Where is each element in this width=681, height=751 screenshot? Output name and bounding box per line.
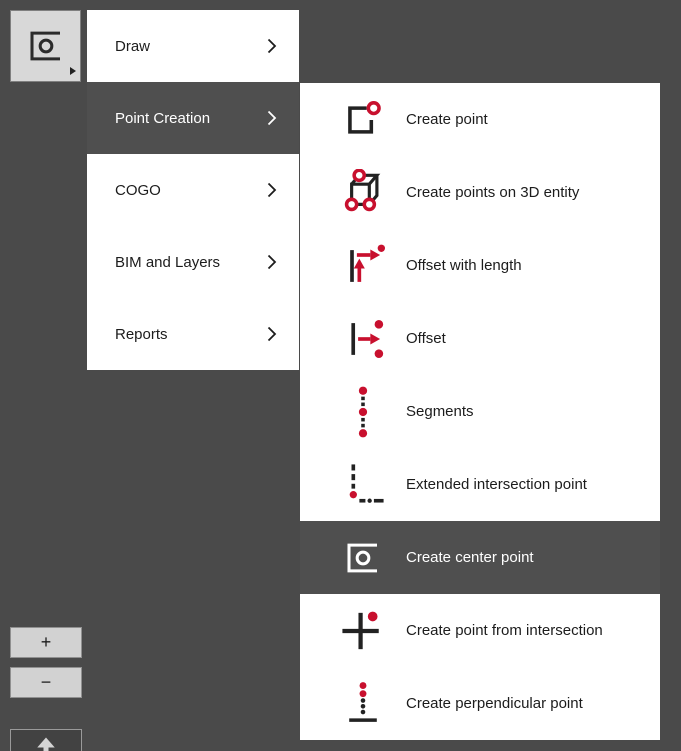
perpendicular-point-icon: [336, 681, 390, 727]
menu-item-cogo[interactable]: COGO: [87, 154, 299, 226]
menu-item-bim-and-layers[interactable]: BIM and Layers: [87, 226, 299, 298]
menu-item-label: Draw: [115, 37, 151, 55]
bottom-tool-button[interactable]: [10, 729, 82, 751]
zoom-in-button[interactable]: +: [10, 627, 82, 658]
menu-item-reports[interactable]: Reports: [87, 298, 299, 370]
submenu-item-label: Offset with length: [406, 257, 522, 274]
submenu-item-offset-with-length[interactable]: Offset with length: [300, 229, 660, 302]
flyout-anchor-button[interactable]: [10, 10, 81, 82]
menu-item-label: COGO: [115, 181, 161, 199]
chevron-right-icon: [267, 182, 277, 198]
menu-item-label: BIM and Layers: [115, 253, 221, 271]
extended-intersection-point-icon: [336, 462, 390, 508]
point-from-intersection-icon: [336, 610, 390, 652]
menu-item-point-creation[interactable]: Point Creation: [87, 82, 299, 154]
offset-icon: [336, 317, 390, 361]
submenu-item-offset[interactable]: Offset: [300, 302, 660, 375]
segments-icon: [336, 386, 390, 438]
center-point-icon: [25, 27, 67, 65]
submenu-item-extended-intersection-point[interactable]: Extended intersection point: [300, 448, 660, 521]
flyout-arrow-icon: [70, 67, 76, 75]
submenu-item-label: Create point from intersection: [406, 622, 603, 639]
offset-with-length-icon: [336, 244, 390, 288]
submenu-item-segments[interactable]: Segments: [300, 375, 660, 448]
submenu-item-label: Segments: [406, 403, 474, 420]
zoom-out-button[interactable]: −: [10, 667, 82, 698]
submenu-item-create-point-from-intersection[interactable]: Create point from intersection: [300, 594, 660, 667]
submenu-item-label: Extended intersection point: [406, 476, 587, 493]
submenu-item-label: Create perpendicular point: [406, 695, 583, 712]
chevron-right-icon: [267, 110, 277, 126]
menu-item-label: Reports: [115, 325, 168, 343]
main-menu: Draw Point Creation COGO BIM and Layers …: [87, 10, 299, 370]
submenu-item-create-center-point[interactable]: Create center point: [300, 521, 660, 594]
point-creation-submenu: Create point Create points on 3D entity: [300, 83, 660, 740]
menu-item-draw[interactable]: Draw: [87, 10, 299, 82]
up-arrow-icon: [31, 735, 61, 751]
chevron-right-icon: [267, 326, 277, 342]
submenu-item-label: Create center point: [406, 549, 534, 566]
submenu-item-create-perpendicular-point[interactable]: Create perpendicular point: [300, 667, 660, 740]
chevron-right-icon: [267, 254, 277, 270]
submenu-item-label: Offset: [406, 330, 446, 347]
menu-item-label: Point Creation: [115, 109, 211, 127]
zoom-in-label: +: [40, 632, 52, 652]
points-on-3d-entity-icon: [336, 168, 390, 217]
create-point-icon: [336, 100, 390, 139]
submenu-item-create-point[interactable]: Create point: [300, 83, 660, 156]
zoom-out-label: −: [40, 672, 52, 692]
submenu-item-label: Create point: [406, 111, 488, 128]
chevron-right-icon: [267, 38, 277, 54]
submenu-item-create-points-on-3d-entity[interactable]: Create points on 3D entity: [300, 156, 660, 229]
center-point-icon: [336, 540, 390, 576]
submenu-item-label: Create points on 3D entity: [406, 184, 580, 201]
